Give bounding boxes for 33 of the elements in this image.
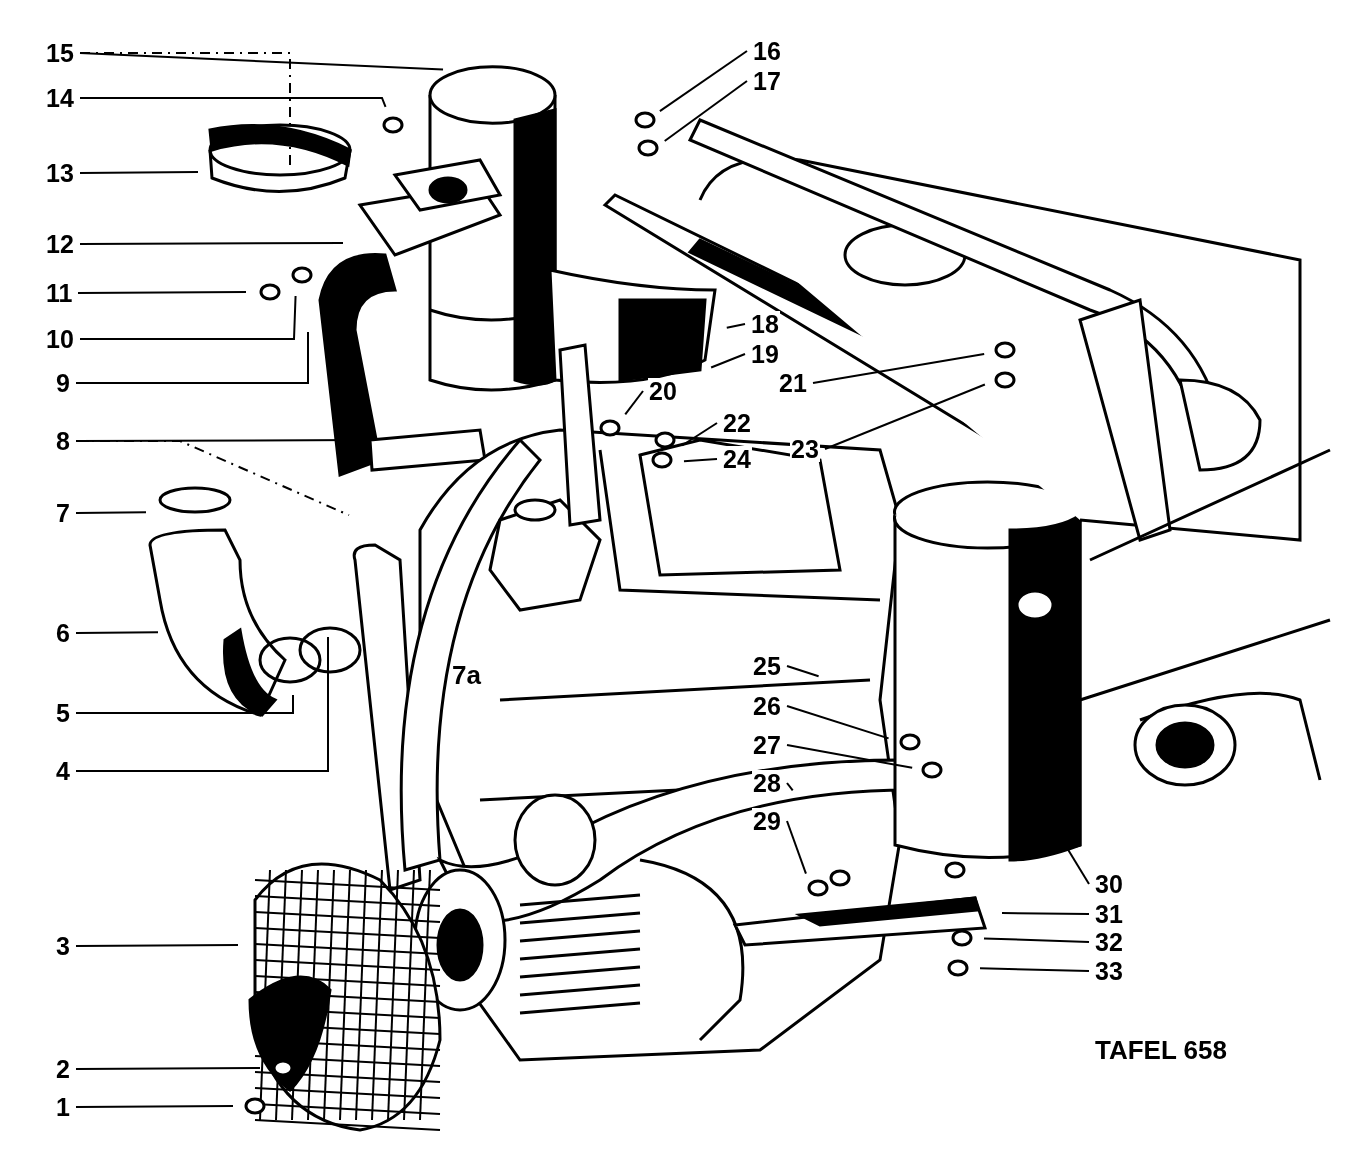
leader-line	[682, 458, 718, 463]
leader-line	[681, 422, 718, 447]
leader-line	[824, 383, 986, 450]
leader-line	[79, 171, 199, 174]
leader-line	[786, 820, 807, 875]
leader-line	[75, 331, 309, 384]
leader-line	[79, 295, 297, 340]
leader-line	[624, 390, 644, 416]
leader-line	[786, 665, 820, 678]
leader-line	[75, 1105, 234, 1108]
leader-line	[79, 242, 344, 245]
callout-number: 7a	[452, 660, 481, 691]
leader-line	[75, 631, 159, 634]
leader-line	[75, 1067, 261, 1070]
leader-line	[786, 744, 914, 769]
leader-line	[75, 694, 294, 714]
leader-line	[75, 944, 239, 947]
leader-line	[1001, 912, 1090, 915]
leader-line	[710, 353, 746, 369]
leader-line	[75, 636, 329, 772]
leader-line	[786, 782, 794, 792]
leader-line	[812, 353, 986, 384]
leader-line	[658, 50, 748, 113]
leader-line	[786, 705, 890, 740]
leader-line	[77, 291, 247, 294]
leader-line	[75, 440, 350, 517]
leader-line	[663, 80, 748, 142]
leader-line	[79, 97, 387, 108]
leader-line	[979, 967, 1090, 972]
plate-number: TAFEL 658	[1095, 1035, 1227, 1066]
leader-line	[75, 511, 147, 514]
leader-line	[725, 323, 746, 329]
leader-line	[983, 937, 1090, 943]
